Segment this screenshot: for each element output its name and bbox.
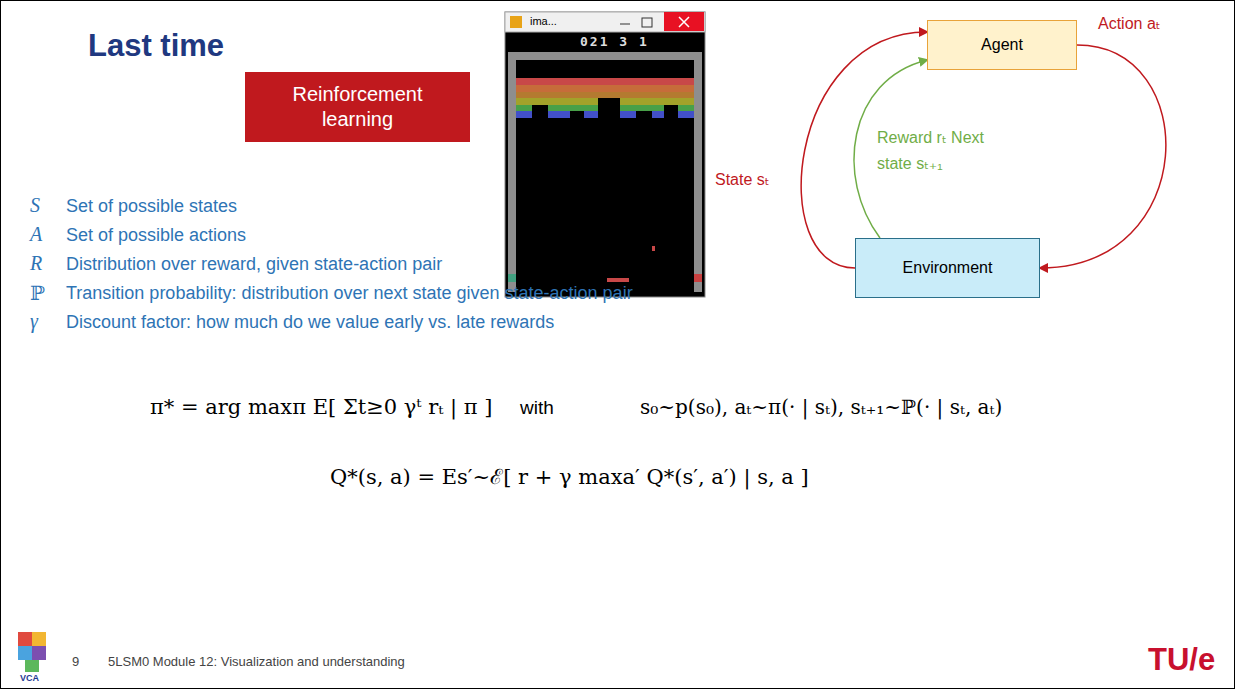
page-number: 9 <box>72 654 79 669</box>
edge-label: State sₜ <box>712 166 773 194</box>
symbol: R <box>30 252 42 275</box>
node-text: Agent <box>981 35 1023 55</box>
equation: Q*(s, a) = Es′~ℰ[ r + γ maxa′ Q*(s′, a′)… <box>330 462 809 490</box>
topic-box: Reinforcement learning <box>245 72 470 142</box>
edge-label: Reward rₜ Next state sₜ₊₁ <box>874 124 1000 177</box>
university-logo: TU/e <box>1148 642 1215 678</box>
node-text: Environment <box>903 258 993 278</box>
window-title: ima... <box>530 15 557 27</box>
symbol-description: Discount factor: how much do we value ea… <box>66 312 554 333</box>
symbol-description: Transition probability: distribution ove… <box>66 283 633 304</box>
vca-logo <box>18 632 46 672</box>
game-score: 021 3 1 <box>580 34 649 49</box>
symbol: ℙ <box>30 281 45 305</box>
equation-text: with <box>520 397 554 419</box>
game-screenshot <box>505 12 705 297</box>
symbol-description: Distribution over reward, given state-ac… <box>66 254 442 275</box>
symbol: A <box>30 223 42 246</box>
symbol-description: Set of possible states <box>66 196 237 217</box>
symbol: S <box>30 194 40 217</box>
environment-box: Environment <box>855 238 1040 298</box>
node-text: Reinforcement learning <box>268 82 448 132</box>
symbol-description: Set of possible actions <box>66 225 246 246</box>
agent-box: Agent <box>927 20 1077 70</box>
footer-text: 5LSM0 Module 12: Visualization and under… <box>108 654 405 669</box>
equation: s₀~p(s₀), aₜ~π(· | sₜ), sₜ₊₁~ℙ(· | sₜ, a… <box>640 395 1002 419</box>
vca-logo-text: VCA <box>20 673 39 683</box>
symbol: γ <box>30 310 38 333</box>
equation: π* = arg maxπ E[ Σt≥0 γᵗ rₜ | π ] <box>150 395 493 419</box>
action-arrow <box>1040 45 1166 268</box>
edge-label: Action aₜ <box>1095 10 1164 38</box>
slide-title: Last time <box>88 28 224 64</box>
